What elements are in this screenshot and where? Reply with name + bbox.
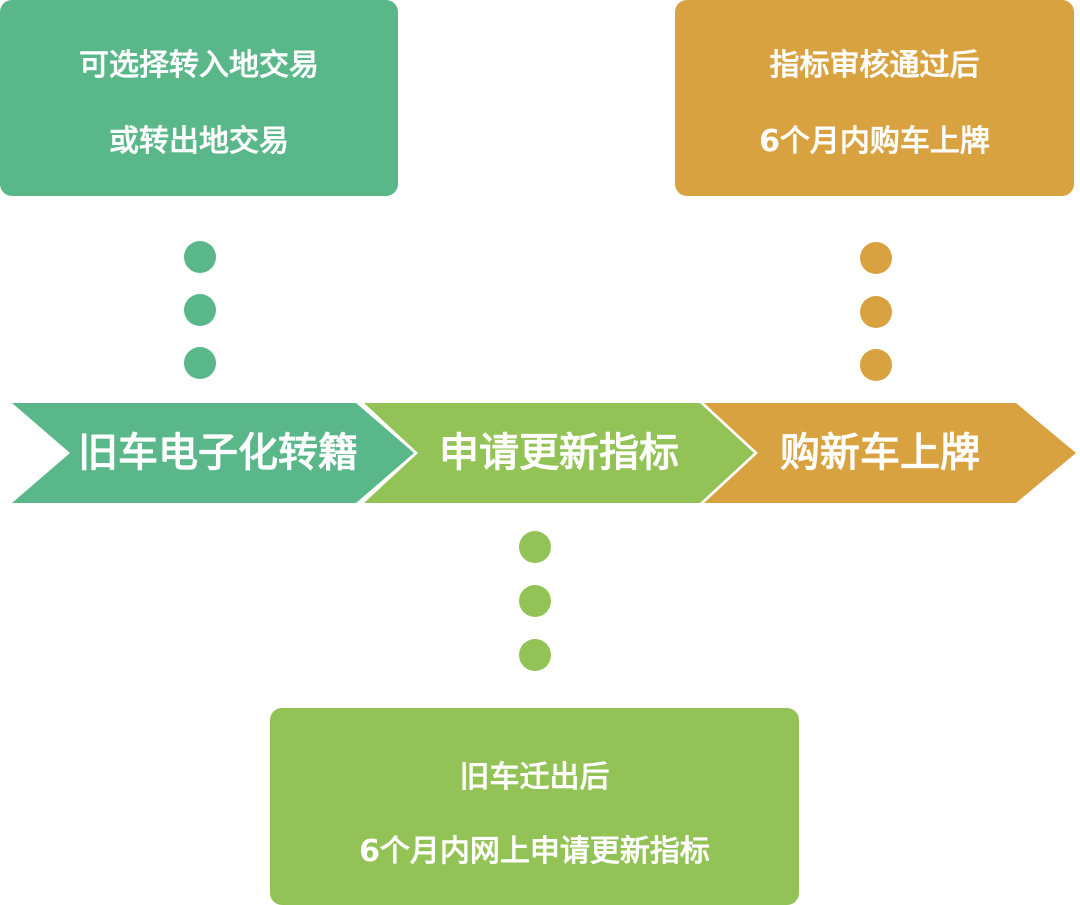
note-transfer-location-line1: 可选择转入地交易	[79, 48, 319, 83]
connector-dot-right-2	[860, 296, 892, 328]
step-label-buy-car: 购新车上牌	[780, 430, 980, 476]
arrow-step-3	[704, 403, 1076, 503]
connector-dot-left-3	[184, 347, 216, 379]
note-transfer-location-line2: 或转出地交易	[109, 124, 289, 159]
arrow-step-2	[364, 403, 754, 503]
connector-dot-bottom-3	[519, 639, 551, 671]
note-transfer-location: 可选择转入地交易 或转出地交易	[0, 0, 398, 196]
note-apply-deadline-line2: 6个月内网上申请更新指标	[359, 834, 710, 869]
note-purchase-deadline: 指标审核通过后 6个月内购车上牌	[675, 0, 1074, 196]
note-apply-deadline: 旧车迁出后 6个月内网上申请更新指标	[270, 708, 799, 905]
connector-dot-bottom-2	[519, 585, 551, 617]
connector-dot-right-1	[860, 242, 892, 274]
arrow-step-1	[12, 403, 414, 503]
connector-dot-left-1	[184, 241, 216, 273]
step-label-transfer-registration: 旧车电子化转籍	[78, 430, 358, 476]
connector-dot-bottom-1	[519, 531, 551, 563]
step-label-apply-quota: 申请更新指标	[439, 430, 679, 476]
note-apply-deadline-line1: 旧车迁出后	[459, 760, 610, 795]
note-purchase-deadline-line1: 指标审核通过后	[769, 48, 980, 83]
connector-dot-left-2	[184, 294, 216, 326]
note-purchase-deadline-line2: 6个月内购车上牌	[759, 124, 990, 159]
connector-dot-right-3	[860, 349, 892, 381]
